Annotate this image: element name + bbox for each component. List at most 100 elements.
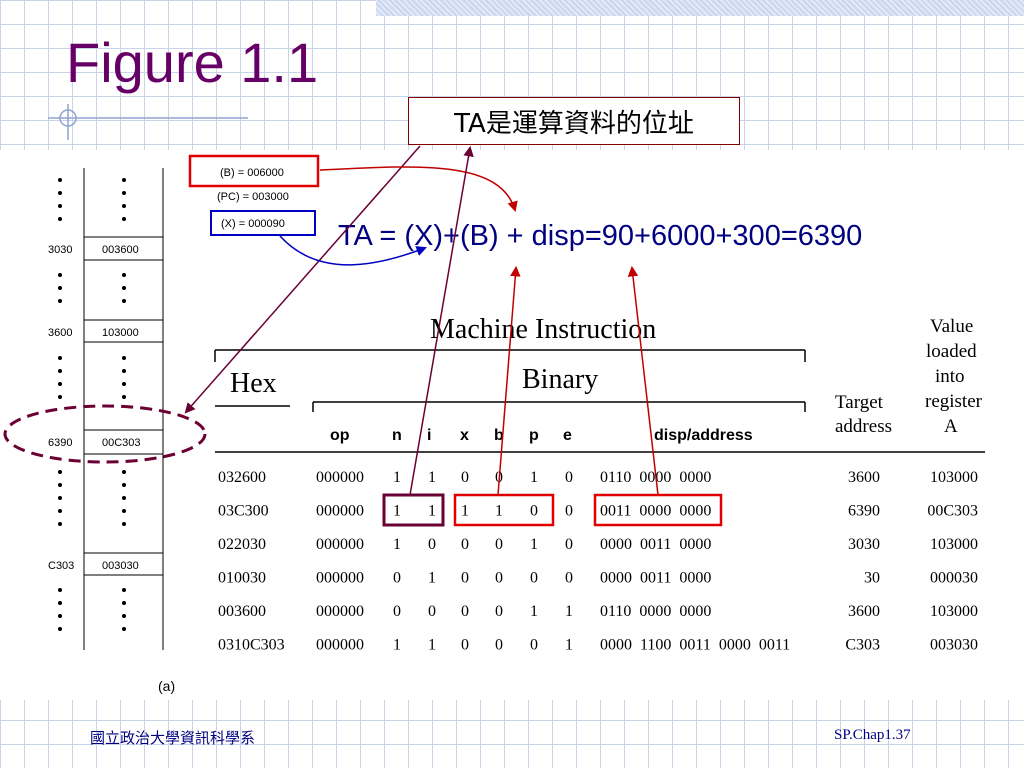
cell-hex: 003600 <box>218 603 266 620</box>
cell-e: 0 <box>565 503 573 520</box>
cell-i: 1 <box>428 570 436 587</box>
cell-i: 1 <box>428 637 436 654</box>
cell-value: 103000 <box>930 536 978 553</box>
cell-e: 0 <box>565 570 573 587</box>
cell-op: 000000 <box>316 536 364 553</box>
register-pc: (PC) = 003000 <box>217 191 289 203</box>
cell-n: 1 <box>393 637 401 654</box>
memory-address: 3030 <box>48 244 72 256</box>
disp-bits-arrow <box>627 265 659 496</box>
memory-address: 3600 <box>48 327 72 339</box>
ni-bits-highlight <box>382 493 445 527</box>
col-i: i <box>427 427 431 444</box>
col-x: x <box>460 427 469 444</box>
ni-bits-arrow <box>409 145 474 496</box>
col-b: b <box>494 427 504 444</box>
value-heading-line3: into <box>935 366 965 387</box>
memory-address: C303 <box>48 560 74 572</box>
cell-target: 6390 <box>848 503 880 520</box>
register-b-highlight <box>188 154 320 188</box>
cell-i: 0 <box>428 536 436 553</box>
hex-column-heading: Hex <box>230 368 277 399</box>
callout-arrow <box>184 145 421 414</box>
binary-column-heading: Binary <box>522 364 598 395</box>
cell-x: 0 <box>461 469 469 486</box>
target-heading-line2: address <box>835 416 892 437</box>
cell-n: 1 <box>393 536 401 553</box>
xbp-bits-arrow <box>497 265 521 496</box>
cell-target: 3030 <box>848 536 880 553</box>
cell-b: 1 <box>495 503 503 520</box>
table-rows: 0326000000001100100110 0000 000036001030… <box>218 469 978 654</box>
col-n: n <box>392 427 402 444</box>
memory-value: 103000 <box>102 327 139 339</box>
cell-b: 0 <box>495 603 503 620</box>
cell-p: 0 <box>530 570 538 587</box>
cell-hex: 03C300 <box>218 503 269 520</box>
cell-n: 1 <box>393 503 401 520</box>
cell-p: 1 <box>530 469 538 486</box>
cell-op: 000000 <box>316 469 364 486</box>
memory-address: 6390 <box>48 437 72 449</box>
cell-hex: 022030 <box>218 536 266 553</box>
cell-x: 0 <box>461 570 469 587</box>
cell-n: 0 <box>393 570 401 587</box>
column-headers: op n i x b p e disp/address <box>330 427 753 444</box>
value-heading-line4: register <box>925 391 983 412</box>
cell-b: 0 <box>495 536 503 553</box>
slide-title: Figure 1.1 <box>66 31 319 94</box>
cell-op: 000000 <box>316 570 364 587</box>
cell-i: 0 <box>428 603 436 620</box>
cell-disp: 0000 1100 0011 0000 0011 <box>600 637 790 654</box>
cell-i: 1 <box>428 503 436 520</box>
cell-value: 103000 <box>930 469 978 486</box>
cell-e: 0 <box>565 536 573 553</box>
cell-e: 1 <box>565 603 573 620</box>
target-heading-line1: Target <box>835 392 884 413</box>
cell-op: 000000 <box>316 603 364 620</box>
cell-target: 3600 <box>848 469 880 486</box>
col-p: p <box>529 427 539 444</box>
b-register-arrow <box>319 166 518 213</box>
cell-e: 1 <box>565 637 573 654</box>
cell-hex: 010030 <box>218 570 266 587</box>
value-heading-line5: A <box>944 416 958 437</box>
cell-value: 003030 <box>930 637 978 654</box>
xbp-bits-highlight <box>453 493 555 527</box>
cell-value: 000030 <box>930 570 978 587</box>
memory-row-6390: 6390 00C303 <box>48 429 163 455</box>
footer-page-number: SP.Chap1.37 <box>834 727 911 743</box>
memory-row-3600: 3600 103000 <box>48 319 163 343</box>
cell-x: 0 <box>461 603 469 620</box>
value-heading-line2: loaded <box>926 341 977 362</box>
cell-hex: 032600 <box>218 469 266 486</box>
footer-department: 國立政治大學資訊科學系 <box>90 729 256 747</box>
register-x-highlight <box>210 210 316 236</box>
cell-p: 0 <box>530 637 538 654</box>
x-register-arrow <box>279 235 427 266</box>
cell-disp: 0110 0000 0000 <box>600 603 711 620</box>
memory-value: 00C303 <box>102 437 141 449</box>
col-e: e <box>563 427 572 444</box>
ta-callout-box: TA是運算資料的位址 <box>408 97 740 145</box>
x-bit-arrow <box>436 268 515 375</box>
cell-value: 103000 <box>930 603 978 620</box>
cell-p: 1 <box>530 603 538 620</box>
memory-diagram: 3030 003600 3600 103000 6390 00C303 C303… <box>48 168 175 694</box>
figure-image: 3030 003600 3600 103000 6390 00C303 C303… <box>0 150 1024 700</box>
figure-svg: 3030 003600 3600 103000 6390 00C303 C303… <box>3 154 985 694</box>
cell-n: 1 <box>393 469 401 486</box>
cell-disp: 0000 0011 0000 <box>600 536 711 553</box>
cell-b: 0 <box>495 637 503 654</box>
cell-i: 1 <box>428 469 436 486</box>
cell-x: 0 <box>461 637 469 654</box>
table-heading: Machine Instruction <box>430 314 656 345</box>
cell-x: 1 <box>461 503 469 520</box>
register-b: (B) = 006000 <box>220 167 284 179</box>
cell-p: 0 <box>530 503 538 520</box>
registers: (B) = 006000 (PC) = 003000 (X) = 000090 <box>188 154 320 236</box>
